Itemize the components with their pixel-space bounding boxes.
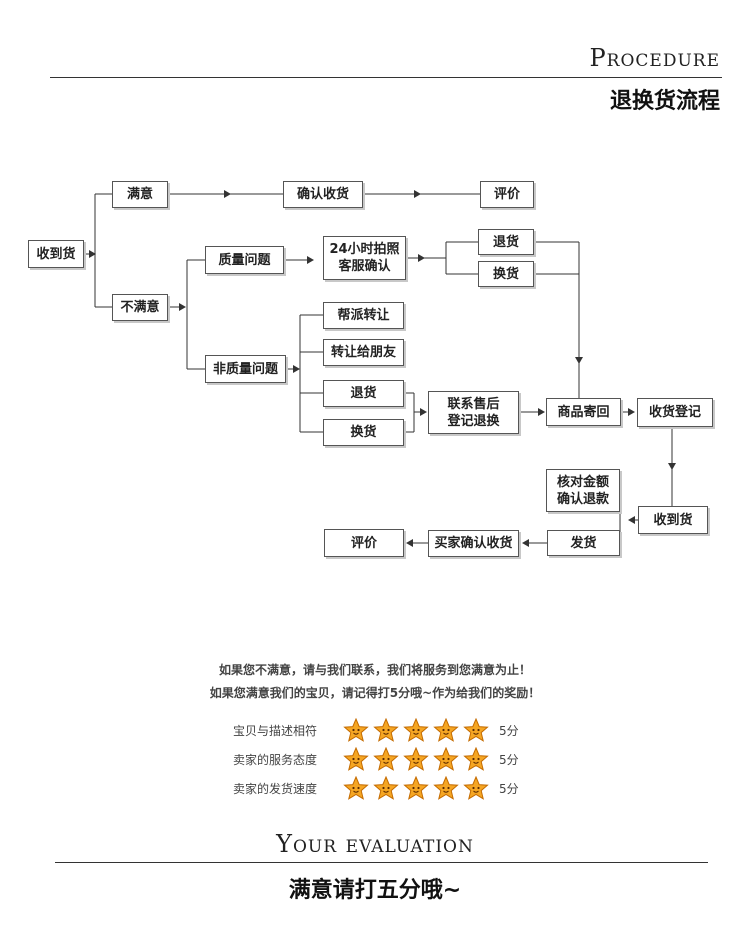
box-review-top: 评价 <box>480 181 534 208</box>
box-quality-issue: 质量问题 <box>205 246 284 274</box>
box-receive-register: 收货登记 <box>637 398 713 427</box>
rating-label: 卖家的发货速度 <box>233 781 318 796</box>
verify-line-2: 确认退款 <box>556 491 609 507</box>
star-icon <box>403 747 429 771</box>
box-satisfied: 满意 <box>112 181 168 208</box>
star-icon <box>463 776 489 800</box>
box-photo-confirm: 24小时拍照 客服确认 <box>323 236 406 280</box>
star-icon <box>403 776 429 800</box>
footer-divider <box>55 862 708 863</box>
box-receive-goods: 收到货 <box>638 506 708 534</box>
header-divider <box>50 77 722 78</box>
box-confirm-receipt: 确认收货 <box>283 181 363 208</box>
procedure-title-cn: 退换货流程 <box>609 89 720 114</box>
photo-confirm-line-2: 客服确认 <box>338 259 391 274</box>
star-icon <box>343 718 369 742</box>
box-non-quality-issue: 非质量问题 <box>205 355 286 383</box>
star-icon <box>343 747 369 771</box>
eval-message-1: 如果您不满意，请与我们联系，我们将服务到您满意为止！ <box>218 663 531 677</box>
eval-message-2: 如果您满意我们的宝贝，请记得打5分哦~作为给我们的奖励！ <box>209 686 541 700</box>
rating-label: 卖家的服务态度 <box>233 752 318 767</box>
star-icon <box>373 718 399 742</box>
star-icon <box>433 747 459 771</box>
box-dissatisfied: 不满意 <box>112 294 168 321</box>
box-contact-aftersales: 联系售后 登记退换 <box>428 391 519 434</box>
box-send-back: 商品寄回 <box>546 398 621 426</box>
evaluation-title-cn: 满意请打五分哦~ <box>288 878 462 903</box>
verify-line-1: 核对金额 <box>556 474 609 490</box>
star-icon <box>403 718 429 742</box>
rating-row-shipping: 卖家的发货速度 5分 <box>233 775 519 801</box>
rating-row-description: 宝贝与描述相符 5分 <box>233 717 519 743</box>
contact-line-1: 联系售后 <box>447 396 500 412</box>
evaluation-title-en: Your evaluation <box>276 830 474 858</box>
star-group <box>343 776 491 800</box>
procedure-title-en: Procedure <box>589 44 720 72</box>
box-return-a: 退货 <box>478 229 534 255</box>
box-review-bottom: 评价 <box>324 529 404 557</box>
contact-line-2: 登记退换 <box>447 413 500 429</box>
star-group <box>343 718 491 742</box>
star-icon <box>373 776 399 800</box>
box-transfer-friend: 转让给朋友 <box>323 339 404 366</box>
star-icon <box>343 776 369 800</box>
box-buyer-confirm: 买家确认收货 <box>428 530 519 557</box>
box-help-transfer: 帮派转让 <box>323 302 404 329</box>
rating-score: 5分 <box>499 723 519 738</box>
box-exchange-b: 换货 <box>323 419 404 446</box>
photo-confirm-line-1: 24小时拍照 <box>329 242 400 257</box>
rating-row-service: 卖家的服务态度 5分 <box>233 746 519 772</box>
box-ship: 发货 <box>547 530 620 556</box>
star-icon <box>463 747 489 771</box>
box-received: 收到货 <box>28 240 84 268</box>
rating-score: 5分 <box>499 752 519 767</box>
rating-label: 宝贝与描述相符 <box>233 723 318 738</box>
rating-score: 5分 <box>499 781 519 796</box>
star-icon <box>373 747 399 771</box>
box-return-b: 退货 <box>323 380 404 407</box>
box-verify-refund: 核对金额 确认退款 <box>546 469 620 512</box>
box-exchange-a: 换货 <box>478 261 534 287</box>
star-icon <box>433 718 459 742</box>
star-icon <box>433 776 459 800</box>
star-group <box>343 747 491 771</box>
star-icon <box>463 718 489 742</box>
